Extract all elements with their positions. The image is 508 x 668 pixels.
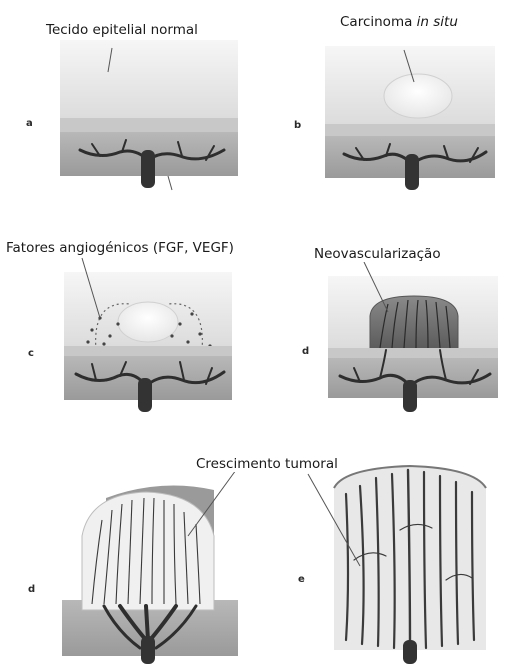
label-neovascularization: Neovascularização (312, 246, 443, 262)
panel-b (325, 46, 495, 190)
panel-c-basement-band (64, 346, 232, 356)
label-carcinoma-in-situ: Carcinoma in situ (338, 14, 460, 30)
label-tumor-growth: Crescimento tumoral (194, 456, 340, 472)
panel-b-main-vessel (405, 154, 419, 190)
panel-letter-d-bottom: d (28, 584, 35, 595)
label-in-situ-text: in situ (417, 14, 458, 30)
panel-letter-e: e (298, 574, 305, 585)
label-normal-epithelium: Tecido epitelial normal (44, 22, 200, 38)
panel-c-carcinoma-bump (118, 302, 178, 342)
panel-d2-main-vessel (141, 636, 155, 664)
panel-d-top (328, 262, 498, 412)
panel-d-main-vessel (403, 380, 417, 412)
panel-b-basement-band (325, 124, 495, 136)
panel-d-tumor-mass (370, 296, 458, 350)
panel-a-top-surface (60, 40, 238, 118)
panel-b-carcinoma-bump (384, 74, 452, 118)
panel-a-pointer-2 (168, 176, 172, 190)
panel-letter-d-top: d (302, 346, 309, 357)
panel-letter-c: c (28, 348, 34, 359)
label-angiogenic-factors: Fatores angiogénicos (FGF, VEGF) (4, 240, 236, 256)
panel-a-main-vessel (141, 150, 155, 188)
panel-d-bottom (62, 470, 238, 664)
panel-c-main-vessel (138, 378, 152, 412)
panel-e-main-vessel (403, 640, 417, 664)
panel-a (60, 40, 238, 190)
panel-d2-tumor-mass (82, 492, 214, 610)
label-carcinoma-text: Carcinoma (340, 14, 417, 30)
panel-letter-b: b (294, 120, 301, 131)
panel-e (308, 466, 486, 664)
panel-a-basement-band (60, 118, 238, 132)
panel-c (64, 258, 232, 412)
panel-letter-a: a (26, 118, 33, 129)
panel-d-basement-band (328, 348, 498, 358)
